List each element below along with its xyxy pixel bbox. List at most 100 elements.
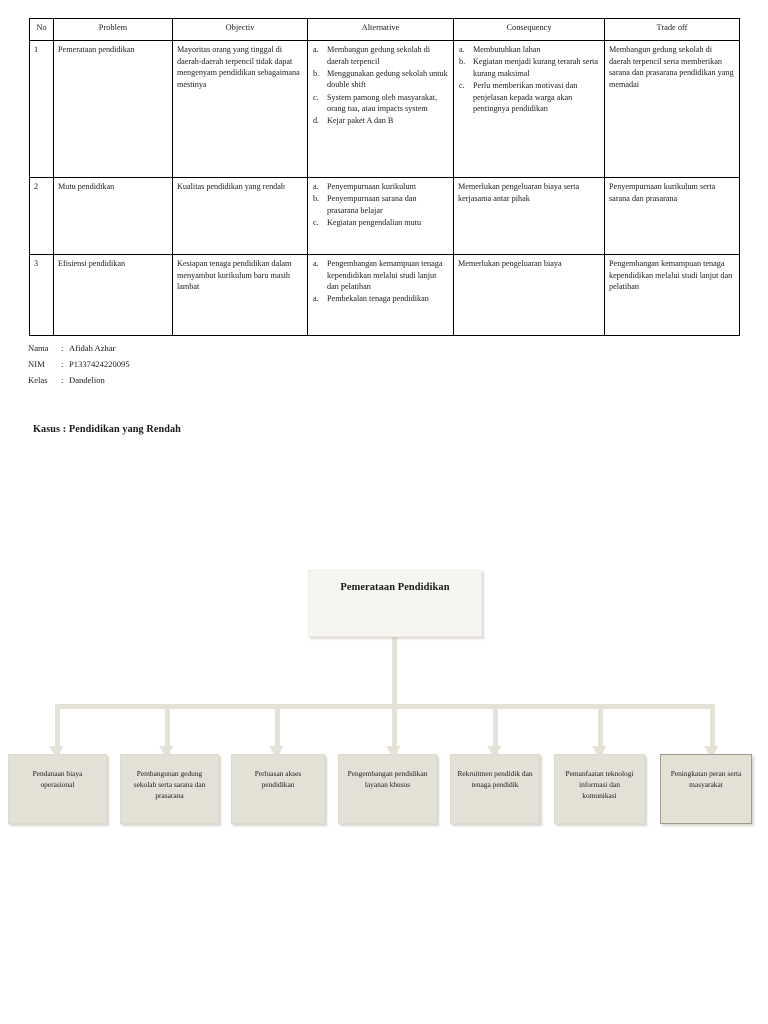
list-text: Pembekalan tenaga pendidikan: [327, 294, 429, 304]
cell-tradeoff: Penyempurnaan kurikulum serta sarana dan…: [604, 177, 740, 255]
list-text: Pengembangan kemampuan tenaga kependidik…: [327, 259, 443, 292]
column-header-tradeoff: Trade off: [604, 18, 740, 41]
identity-label: NIM: [28, 359, 45, 370]
identity-value: Dandelion: [69, 375, 105, 386]
list-marker: a.: [459, 45, 465, 54]
diagram-leaf-node-4[interactable]: Pengembangan pendidikan layanan khusus: [338, 754, 437, 824]
list-item: c. System pamong oleh masyarakat, orang t…: [312, 92, 449, 115]
list-item: a. Pembekalan tenaga pendidikan: [312, 293, 449, 305]
identity-label: Nama: [28, 343, 49, 353]
org-chart-diagram: Pemerataan Pendidikan Pendanaan biaya op…: [0, 548, 768, 848]
cell-no: 3: [29, 254, 54, 336]
list-marker: a.: [313, 259, 319, 268]
column-header-consequency: Consequency: [453, 18, 605, 41]
list-item: c. Kegiatan pengendalian mutu: [312, 217, 449, 229]
cell-objectiv: Mayoritas orang yang tinggal di daerah-d…: [172, 40, 308, 178]
list-marker: a.: [313, 182, 319, 191]
list-marker: a.: [313, 45, 319, 54]
diagram-leaf-node-2[interactable]: Pembangunan gedung sekolah serta sarana …: [120, 754, 219, 824]
cell-objectiv: Kesiapan tenaga pendidikan dalam menyamb…: [172, 254, 308, 336]
identity-colon: :: [61, 359, 64, 370]
list-item: a. Pengembangan kemampuan tenaga kependid…: [312, 258, 449, 293]
node-label: Pemerataan Pendidikan: [340, 582, 450, 593]
list-marker: c.: [313, 217, 319, 227]
list-item: d. Kejar paket A dan B: [312, 115, 449, 127]
list-text: Penyempurnaan sarana dan prasarana belaj…: [327, 194, 417, 215]
list-item: b. Penyempurnaan sarana dan prasarana bel…: [312, 193, 449, 216]
list-item: a. Membutuhkan lahan: [458, 44, 600, 56]
diagram-leaf-node-3[interactable]: Perluasan akses pendidikan: [231, 754, 325, 824]
list-marker: a.: [313, 294, 319, 304]
connector-lines: [49, 637, 719, 758]
list-item: b. Menggunakan gedung sekolah untuk doubl…: [312, 68, 449, 91]
cell-consequency: Memerlukan pengeluaran biaya serta kerja…: [453, 177, 605, 255]
node-label: Pengembangan pendidikan layanan khusus: [347, 769, 428, 790]
cell-problem: Mutu pendidikan: [53, 177, 173, 255]
list-marker: b.: [313, 68, 320, 78]
identity-block: Nama : Afidah Azhar NIM : P1337424220095…: [28, 344, 130, 392]
list-marker: d.: [313, 116, 320, 126]
list-text: Perlu memberikan motivasi dan penjelasan…: [473, 80, 578, 114]
table-row: 3 Efisiensi pendidikan Kesiapan tenaga p…: [29, 254, 740, 336]
table-row: 1 Pemerataan pendidikan Mayoritas orang …: [29, 40, 740, 178]
diagram-leaf-node-5[interactable]: Rekruitmen pendidik dan tenaga pendidik: [450, 754, 540, 824]
alternative-list: a. Penyempurnaan kurikulum b. Penyempurnaa…: [312, 181, 449, 229]
diagram-leaf-node-1[interactable]: Pendanaan biaya operasional: [8, 754, 107, 824]
column-header-problem: Problem: [53, 18, 173, 41]
list-marker: c.: [459, 80, 465, 90]
diagram-leaf-node-6[interactable]: Pemanfaatan teknologi informasi dan komu…: [554, 754, 645, 824]
identity-value: Afidah Azhar: [69, 343, 116, 353]
list-text: Membangun gedung sekolah di daerah terpe…: [327, 45, 431, 66]
list-marker: b.: [313, 194, 320, 204]
list-text: Kegiatan menjadi kurang terarah serta ku…: [473, 57, 599, 78]
cell-alternative: a. Penyempurnaan kurikulum b. Penyempurnaa…: [307, 177, 454, 255]
list-text: System pamong oleh masyarakat, orang tua…: [327, 92, 438, 114]
cell-consequency: a. Membutuhkan lahan b. Kegiatan menjadi k…: [453, 40, 605, 178]
node-label: Perluasan akses pendidikan: [254, 769, 302, 790]
column-header-no: No: [29, 18, 54, 41]
identity-row-kelas: Kelas : Dandelion: [28, 376, 130, 385]
cell-problem: Pemerataan pendidikan: [53, 40, 173, 178]
identity-row-nim: NIM : P1337424220095: [28, 360, 130, 369]
cell-objectiv: Kualitas pendidikan yang rendah: [172, 177, 308, 255]
node-label: Rekruitmen pendidik dan tenaga pendidik: [457, 769, 533, 790]
diagram-leaf-node-7[interactable]: Peningkatan peran serta masyarakat: [660, 754, 752, 824]
list-item: b. Kegiatan menjadi kurang terarah serta …: [458, 56, 600, 79]
case-title: Kasus : Pendidikan yang Rendah: [33, 424, 181, 435]
node-label: Peningkatan peran serta masyarakat: [670, 769, 742, 790]
column-header-objectiv: Objectiv: [172, 18, 308, 41]
list-marker: c.: [313, 92, 319, 102]
list-text: Kegiatan pengendalian mutu: [327, 217, 422, 227]
node-label: Pendanaan biaya operasional: [32, 769, 83, 790]
list-item: c. Perlu memberikan motivasi dan penjelas…: [458, 80, 600, 115]
cell-tradeoff: Membangun gedung sekolah di daerah terpe…: [604, 40, 740, 178]
diagram-root-node[interactable]: Pemerataan Pendidikan: [308, 570, 482, 637]
alternative-list: a. Pengembangan kemampuan tenaga kependid…: [312, 258, 449, 305]
node-label: Pemanfaatan teknologi informasi dan komu…: [565, 769, 634, 801]
cell-alternative: a. Membangun gedung sekolah di daerah ter…: [307, 40, 454, 178]
column-header-alternative: Alternative: [307, 18, 454, 41]
list-text: Membutuhkan lahan: [473, 45, 541, 54]
cell-consequency: Memerlukan pengeluaran biaya: [453, 254, 605, 336]
identity-value: P1337424220095: [69, 359, 130, 370]
cell-no: 1: [29, 40, 54, 178]
identity-row-nama: Nama : Afidah Azhar: [28, 344, 130, 353]
alternative-list: a. Membangun gedung sekolah di daerah ter…: [312, 44, 449, 127]
list-item: a. Membangun gedung sekolah di daerah ter…: [312, 44, 449, 67]
list-item: a. Penyempurnaan kurikulum: [312, 181, 449, 193]
cell-tradeoff: Pengembangan kemampuan tenaga kependidik…: [604, 254, 740, 336]
identity-colon: :: [61, 375, 64, 386]
analysis-table: No Problem Objectiv Alternative Conseque…: [29, 18, 740, 336]
table-header-row: No Problem Objectiv Alternative Conseque…: [29, 18, 740, 41]
cell-problem: Efisiensi pendidikan: [53, 254, 173, 336]
cell-alternative: a. Pengembangan kemampuan tenaga kependid…: [307, 254, 454, 336]
identity-label: Kelas: [28, 375, 48, 386]
list-text: Penyempurnaan kurikulum: [327, 182, 416, 191]
list-text: Menggunakan gedung sekolah untuk double …: [327, 68, 448, 90]
table-row: 2 Mutu pendidikan Kualitas pendidikan ya…: [29, 177, 740, 255]
list-marker: b.: [459, 57, 466, 67]
consequency-list: a. Membutuhkan lahan b. Kegiatan menjadi k…: [458, 44, 600, 115]
cell-no: 2: [29, 177, 54, 255]
list-text: Kejar paket A dan B: [327, 116, 394, 126]
node-label: Pembangunan gedung sekolah serta sarana …: [133, 769, 206, 801]
